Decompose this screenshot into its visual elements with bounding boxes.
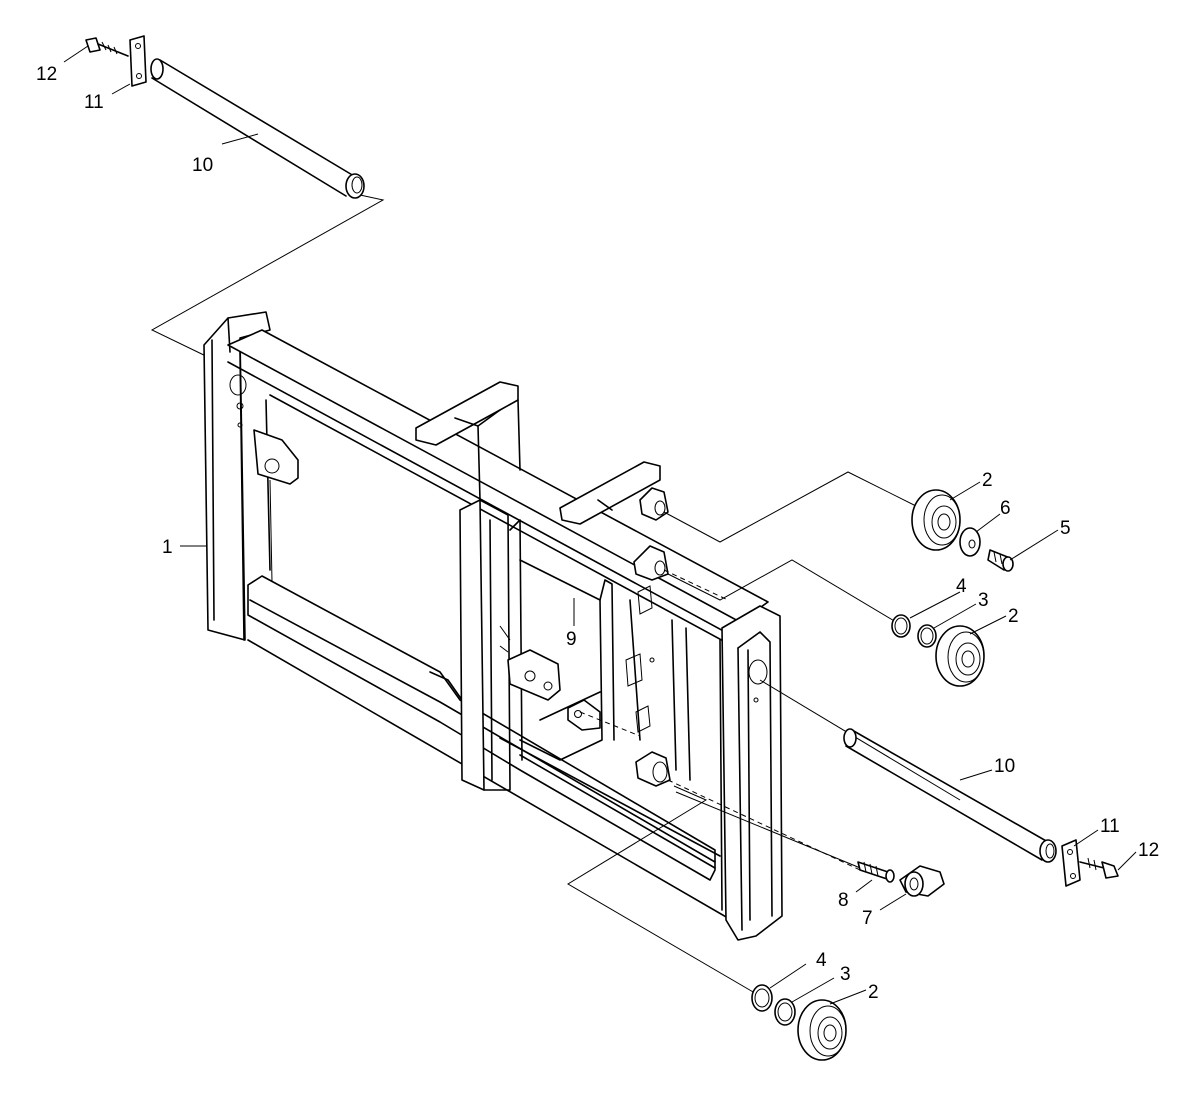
callout-6: 6 [1000,498,1011,519]
bolt-top [85,37,129,57]
callout-4-mid: 4 [956,576,967,597]
callout-2-low: 2 [868,982,879,1003]
callout-5: 5 [1060,518,1071,539]
callout-1: 1 [162,537,173,558]
callout-3-mid: 3 [978,590,989,611]
callout-12-right: 12 [1138,840,1159,861]
shaft-top [150,58,365,199]
roller-upper-1 [911,489,961,551]
pin-8 [857,861,895,883]
leader-lines [269,471,961,997]
callout-2-mid: 2 [1008,606,1019,627]
callout-10-right: 10 [994,756,1015,777]
align-line-top [663,569,729,601]
align-line-mid [579,711,641,737]
callout-2-upper: 2 [982,470,993,491]
washer-upper [959,527,981,557]
callout-4-low: 4 [816,950,827,971]
callout-12-top: 12 [36,64,57,85]
callout-11-top: 11 [84,92,104,113]
callout-numbers: 1 2 6 5 4 3 2 9 10 11 12 10 11 12 8 7 4 … [36,64,1159,1003]
roller-lower [797,999,847,1061]
eccentric-7 [899,865,945,897]
bolt-right [1079,857,1119,879]
plate-right [1061,839,1081,887]
plate-top [129,35,147,87]
carriage-frame [203,311,783,941]
callout-8: 8 [838,890,849,911]
leader-shaft-top [150,194,385,359]
callout-9: 9 [566,629,577,650]
callout-10-top: 10 [192,155,213,176]
callout-11-right: 11 [1100,816,1120,837]
callout-3-low: 3 [840,964,851,985]
callout-7: 7 [862,908,873,929]
callout-leaders [63,45,1137,1005]
shaft-right [843,728,1057,863]
roller-upper-2 [935,625,985,687]
bolt-upper [987,549,1014,572]
